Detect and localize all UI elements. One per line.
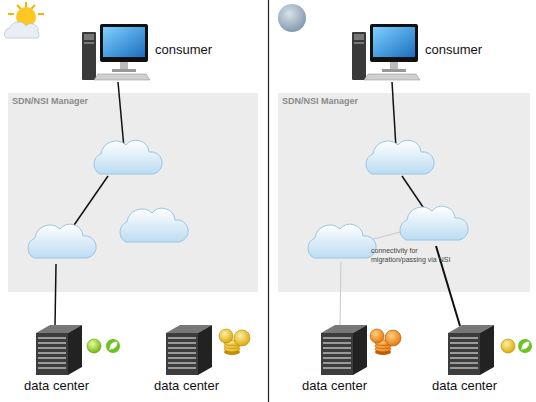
server-icon: [448, 325, 494, 375]
computer-icon: [82, 24, 150, 80]
sun-icon: [4, 2, 44, 38]
panel-divider: [268, 0, 269, 402]
network-cloud: [120, 208, 188, 242]
gold-coin: [501, 339, 515, 353]
leaf-icon: [106, 339, 120, 353]
node-label: data center: [24, 378, 89, 393]
network-cloud: [366, 140, 434, 174]
node-label: data center: [154, 378, 219, 393]
manager-band: SDN/NSI Manager: [8, 93, 258, 292]
green-coin: [87, 339, 101, 353]
node-label: consumer: [425, 42, 482, 57]
coin-stack: [219, 329, 250, 355]
manager-band: SDN/NSI Manager: [278, 93, 530, 292]
network-cloud: [400, 206, 468, 240]
network-cloud: [94, 140, 162, 174]
consumer-node: consumer: [80, 20, 230, 86]
coin-stack: [370, 329, 401, 355]
network-cloud: [308, 224, 376, 258]
consumer-node: consumer: [350, 20, 500, 86]
server-icon: [166, 325, 212, 375]
server-icon: [36, 325, 82, 375]
band-title: SDN/NSI Manager: [282, 96, 358, 106]
node-label: data center: [432, 378, 497, 393]
datacenter-node: data center: [428, 320, 528, 400]
computer-icon: [352, 24, 420, 80]
node-label: data center: [302, 378, 367, 393]
moon-icon: [278, 4, 306, 32]
band-title: SDN/NSI Manager: [12, 96, 88, 106]
network-links: [55, 82, 460, 326]
datacenter-node: data center: [298, 320, 398, 400]
nsi-links: [340, 230, 408, 326]
datacenter-node: data center: [20, 320, 120, 400]
datacenter-node: data center: [150, 320, 250, 400]
node-label: consumer: [155, 42, 212, 57]
leaf-icon: [518, 339, 532, 353]
network-cloud: [28, 224, 96, 258]
server-icon: [321, 325, 367, 375]
